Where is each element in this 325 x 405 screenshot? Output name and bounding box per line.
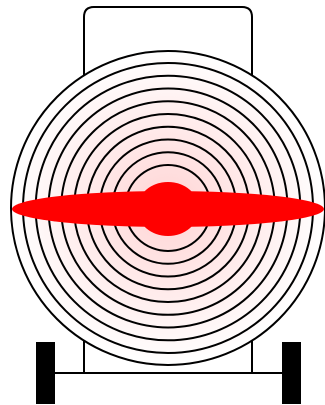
right-wheel (282, 342, 301, 404)
left-wheel (36, 342, 55, 404)
heat-core (137, 182, 199, 236)
